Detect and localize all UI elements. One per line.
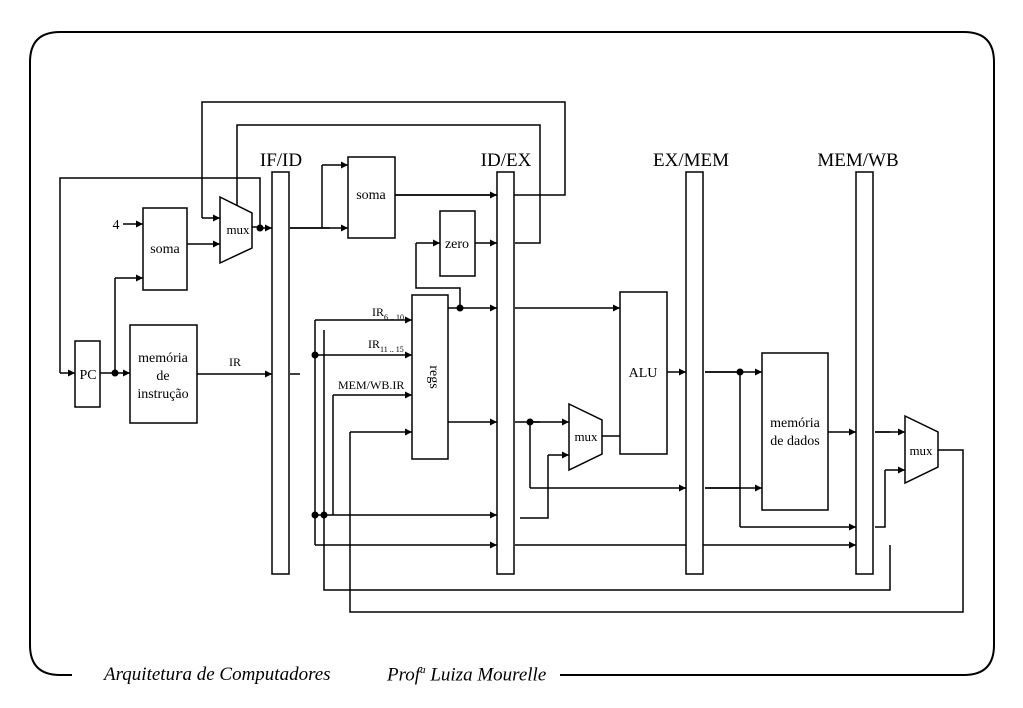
mem-wb-register — [855, 171, 874, 575]
zero-label: zero — [445, 237, 469, 252]
pipeline-registers — [271, 171, 874, 575]
regs-block — [411, 294, 449, 460]
instruction-memory-line3: instrução — [137, 387, 188, 402]
instruction-memory-line2: de — [156, 369, 169, 384]
zero-block — [439, 210, 476, 277]
data-memory-block — [761, 352, 829, 511]
id-ex-label: ID/EX — [481, 150, 532, 171]
ir-label: IR — [229, 355, 241, 369]
mux-pc-label: mux — [226, 222, 250, 237]
ir-11-15-label: IR11 .. 15 — [368, 337, 404, 354]
pc-block — [74, 340, 101, 408]
const-four-label: 4 — [113, 218, 120, 233]
soma-if-label: soma — [150, 242, 180, 257]
if-id-register — [271, 171, 290, 575]
id-ex-register — [496, 171, 515, 575]
instruction-memory-block — [129, 324, 198, 424]
soma-branch-label: soma — [356, 188, 386, 203]
soma-if-block — [142, 207, 188, 291]
data-memory-line2: de dados — [770, 434, 819, 449]
memwb-ir-label: MEM/WB.IR — [338, 378, 404, 392]
if-id-label: IF/ID — [260, 150, 302, 171]
mux-wb — [904, 414, 939, 485]
alu-block — [619, 291, 668, 455]
frame-border — [29, 31, 995, 676]
footer-prof-sup: a — [420, 664, 426, 676]
footer-professor: Profa Luiza Mourelle — [383, 664, 551, 687]
mux-wb-label: mux — [909, 443, 933, 458]
ex-mem-register — [685, 171, 704, 575]
pc-label: PC — [79, 368, 96, 383]
data-memory-line1: memória — [770, 416, 821, 431]
footer-prof-name: Luiza Mourelle — [425, 664, 547, 686]
junction-dots — [111, 224, 744, 519]
ir-6-10-label: IR6 .. 10 — [372, 305, 404, 322]
mem-wb-label: MEM/WB — [817, 150, 898, 171]
footer-course: Arquitetura de Computadores — [100, 664, 335, 686]
footer-prof-prefix: Prof — [387, 664, 421, 686]
regs-label: regs — [426, 365, 441, 388]
instruction-memory-line1: memória — [138, 351, 189, 366]
mux-alu — [568, 402, 603, 472]
mux-alu-label: mux — [574, 429, 598, 444]
soma-branch-block — [347, 156, 396, 239]
alu-label: ALU — [629, 366, 658, 381]
ex-mem-label: EX/MEM — [653, 150, 729, 171]
mux-pc — [219, 195, 253, 265]
